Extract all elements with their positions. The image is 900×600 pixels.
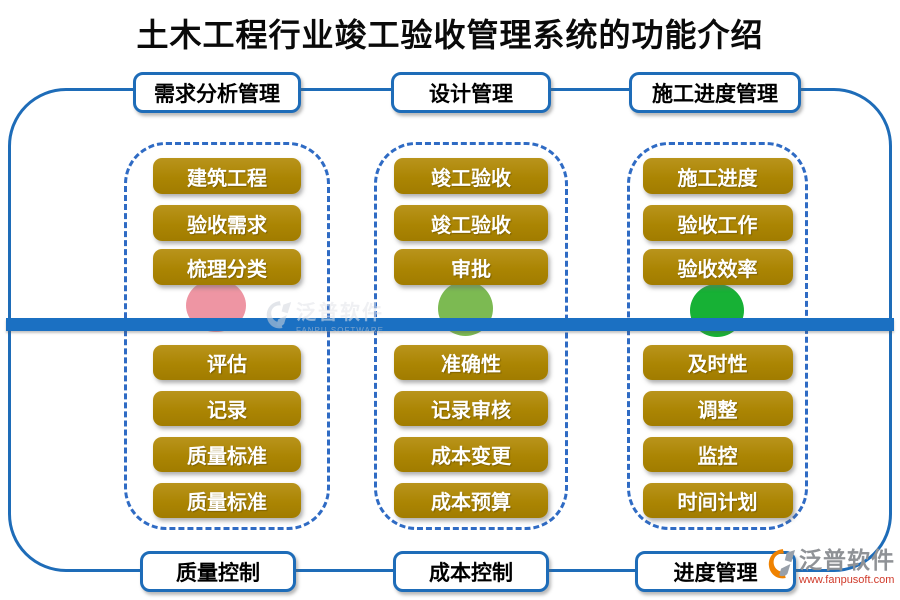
node-button: 成本预算 xyxy=(394,483,548,518)
node-button: 建筑工程 xyxy=(153,158,301,194)
node-button: 监控 xyxy=(642,437,793,472)
horizontal-axis-bar xyxy=(6,318,894,331)
top-label-construction-progress: 施工进度管理 xyxy=(629,72,801,113)
node-button: 梳理分类 xyxy=(153,249,301,285)
node-button: 准确性 xyxy=(394,345,548,380)
column3-dashed-group: 施工进度 验收工作 验收效率 及时性 调整 监控 时间计划 xyxy=(627,142,808,530)
node-button: 记录 xyxy=(153,391,301,426)
bottom-label-progress-management: 进度管理 xyxy=(635,551,796,592)
column1-dashed-group: 建筑工程 验收需求 梳理分类 评估 记录 质量标准 质量标准 xyxy=(124,142,330,530)
node-button: 成本变更 xyxy=(394,437,548,472)
top-label-design-management: 设计管理 xyxy=(391,72,551,113)
watermark-logo-icon xyxy=(266,300,292,335)
fanpu-logo-url: www.fanpusoft.com xyxy=(799,574,895,586)
node-button: 审批 xyxy=(394,249,548,285)
fanpu-logo-name: 泛普软件 xyxy=(799,548,895,573)
watermark-text-cn: 泛普软件 xyxy=(296,302,384,324)
page-title: 土木工程行业竣工验收管理系统的功能介绍 xyxy=(136,17,764,53)
fanpu-brand-logo: 泛普软件 www.fanpusoft.com xyxy=(768,548,896,586)
node-button: 验收效率 xyxy=(642,249,793,285)
node-button: 竣工验收 xyxy=(394,158,548,194)
node-button: 竣工验收 xyxy=(394,205,548,241)
fanpu-logo-icon xyxy=(768,548,796,585)
node-button: 记录审核 xyxy=(394,391,548,426)
node-button: 及时性 xyxy=(642,345,793,380)
node-button: 验收需求 xyxy=(153,205,301,241)
bottom-label-cost-control: 成本控制 xyxy=(393,551,549,592)
column2-dashed-group: 竣工验收 竣工验收 审批 准确性 记录审核 成本变更 成本预算 xyxy=(374,142,568,530)
node-button: 施工进度 xyxy=(642,158,793,194)
watermark-text-en: FANPU SOFTWARE xyxy=(296,326,384,335)
node-button: 时间计划 xyxy=(642,483,793,518)
node-button: 评估 xyxy=(153,345,301,380)
bottom-label-quality-control: 质量控制 xyxy=(140,551,296,592)
node-button: 质量标准 xyxy=(153,437,301,472)
node-button: 验收工作 xyxy=(642,205,793,241)
top-label-requirement-analysis: 需求分析管理 xyxy=(133,72,301,113)
center-watermark: 泛普软件 FANPU SOFTWARE xyxy=(266,300,386,335)
node-button: 质量标准 xyxy=(153,483,301,518)
node-button: 调整 xyxy=(642,391,793,426)
